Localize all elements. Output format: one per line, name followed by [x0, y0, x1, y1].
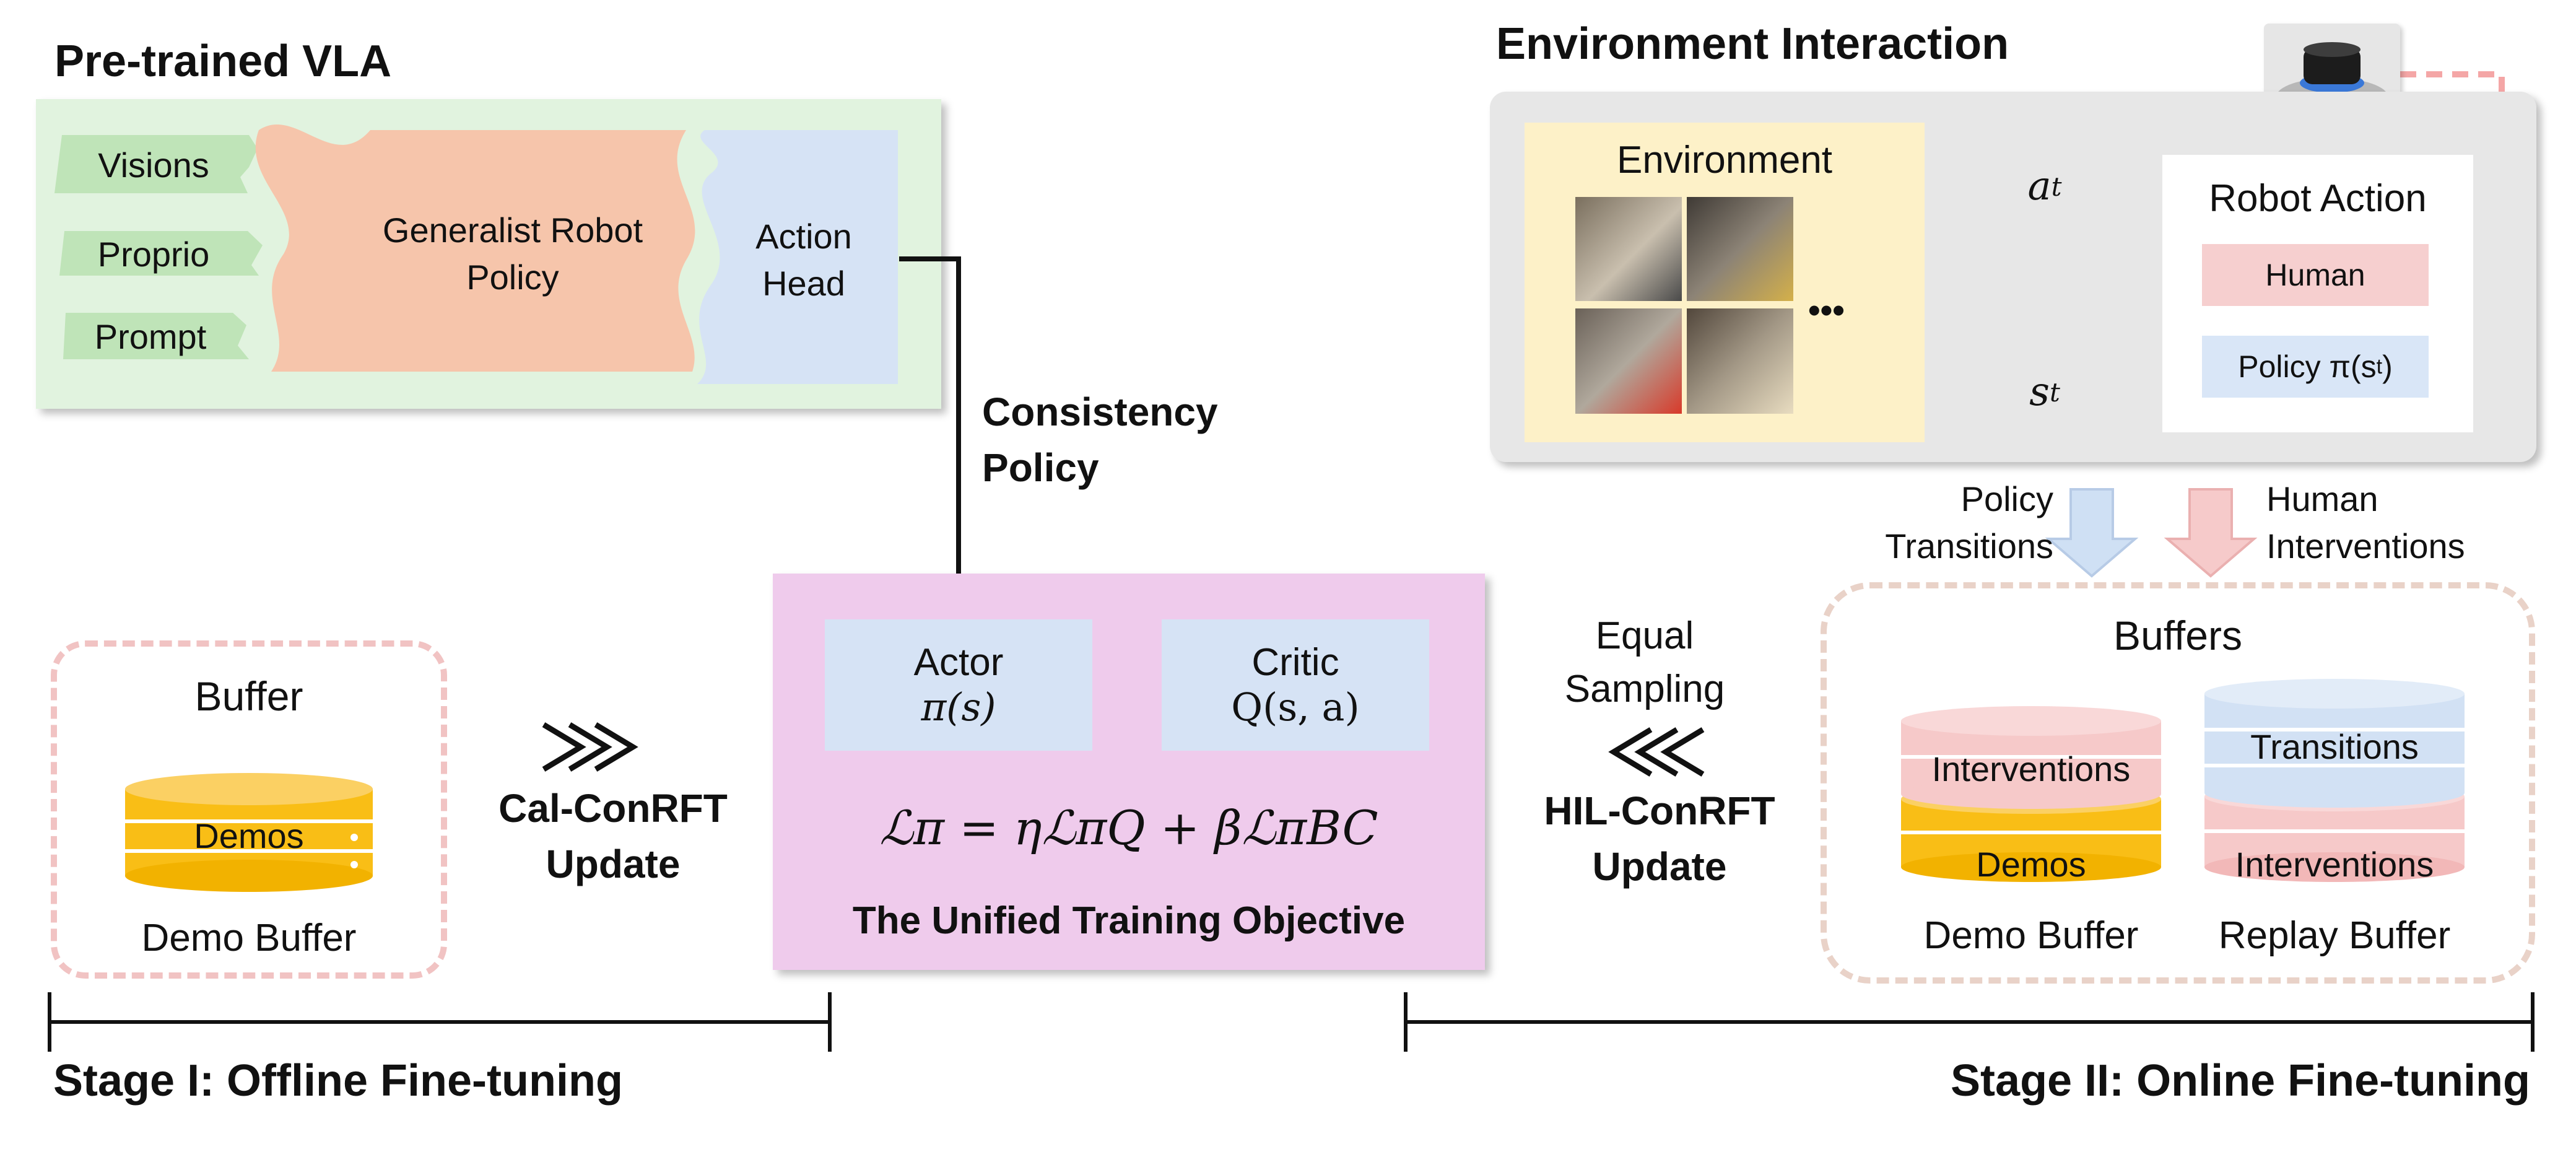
robot-photo-icon-2: [1687, 197, 1793, 301]
database-icon-online-demo: [1901, 706, 2161, 882]
demo-interventions-label: Interventions: [1931, 749, 2131, 788]
pretrained-vla-title: Pre-trained VLA: [54, 37, 392, 86]
actor-box: Actor π(s): [825, 619, 1092, 751]
online-demo-buffer-label: Demo Buffer: [1923, 914, 2139, 957]
replay-buffer-label: Replay Buffer: [2218, 914, 2451, 957]
chevron-arrow-icon-right: [542, 722, 638, 772]
objective-formula: ℒπ = ηℒπQ + βℒπBC: [879, 800, 1378, 855]
hil-conrft-update-label: HIL-ConRFT Update: [1544, 788, 1775, 889]
input-prompt: Prompt: [94, 317, 207, 356]
policy-pi-label: Policy π(s: [2238, 349, 2377, 384]
demos-label: Demos: [194, 816, 304, 855]
robot-photo-icon-3: [1575, 308, 1682, 414]
s-t-subscript: t: [2049, 377, 2060, 408]
policy-subscript: t: [2376, 354, 2383, 378]
a-t-subscript: t: [2051, 171, 2062, 202]
objective-title: The Unified Training Objective: [852, 899, 1406, 942]
actor-math: π(s): [921, 684, 996, 730]
policy-transitions-label: Policy Transitions: [1885, 479, 2053, 565]
pretrained-vla-panel: Visions Proprio Prompt Generalist Robot …: [36, 99, 941, 409]
critic-label: Critic: [1251, 641, 1339, 684]
replay-interventions-label: Interventions: [2235, 844, 2434, 884]
database-icon-demo: [125, 773, 373, 892]
environment-box: Environment •••: [1525, 123, 1925, 442]
cal-conrft-update-label: Cal-ConRFT Update: [498, 786, 728, 886]
demo-buffer-label: Demo Buffer: [141, 916, 357, 959]
policy-close: ): [2382, 349, 2393, 384]
buffer-title: Buffer: [194, 673, 303, 719]
critic-math: Q(s, a): [1231, 684, 1360, 730]
input-visions: Visions: [98, 145, 209, 185]
chevron-arrow-icon-left: [1608, 727, 1705, 777]
action-head-label: Action Head: [755, 217, 852, 303]
robot-action-label: Robot Action: [2209, 177, 2427, 220]
env-title: Environment Interaction: [1496, 19, 2009, 69]
human-box: Human: [2202, 244, 2429, 306]
actor-label: Actor: [913, 641, 1004, 684]
generalist-policy-label: Generalist Robot Policy: [382, 211, 643, 297]
ellipsis: •••: [1808, 290, 1845, 330]
robot-photo-icon-1: [1575, 197, 1682, 301]
equal-sampling-label: Equal Sampling: [1564, 614, 1725, 710]
offline-buffer-panel: Buffer Demos Demo Buffer: [51, 640, 447, 979]
database-icon-replay: [2204, 679, 2465, 882]
environment-label: Environment: [1616, 138, 1833, 181]
vla-shapes: [54, 124, 898, 384]
robot-photo-icon-4: [1687, 308, 1793, 414]
critic-box: Critic Q(s, a): [1162, 619, 1429, 751]
stage1-label: Stage I: Offline Fine-tuning: [53, 1056, 623, 1106]
s-t-symbol: s: [2029, 369, 2050, 415]
human-interventions-label: Human Interventions: [2266, 479, 2465, 565]
buffers-title: Buffers: [2113, 613, 2242, 658]
replay-transitions-label: Transitions: [2250, 727, 2419, 766]
input-proprio: Proprio: [97, 234, 210, 274]
a-t-symbol: a: [2027, 164, 2052, 209]
stage2-label: Stage II: Online Fine-tuning: [1951, 1056, 2530, 1106]
demo-demos-label: Demos: [1976, 844, 2086, 884]
objective-panel: Actor π(s) Critic Q(s, a) ℒπ = ηℒπQ + βℒ…: [773, 574, 1485, 970]
online-buffers-panel: Buffers Interventions Demos Demo Buffer: [1821, 582, 2535, 984]
consistency-policy-label: Consistency Policy: [982, 390, 1218, 490]
